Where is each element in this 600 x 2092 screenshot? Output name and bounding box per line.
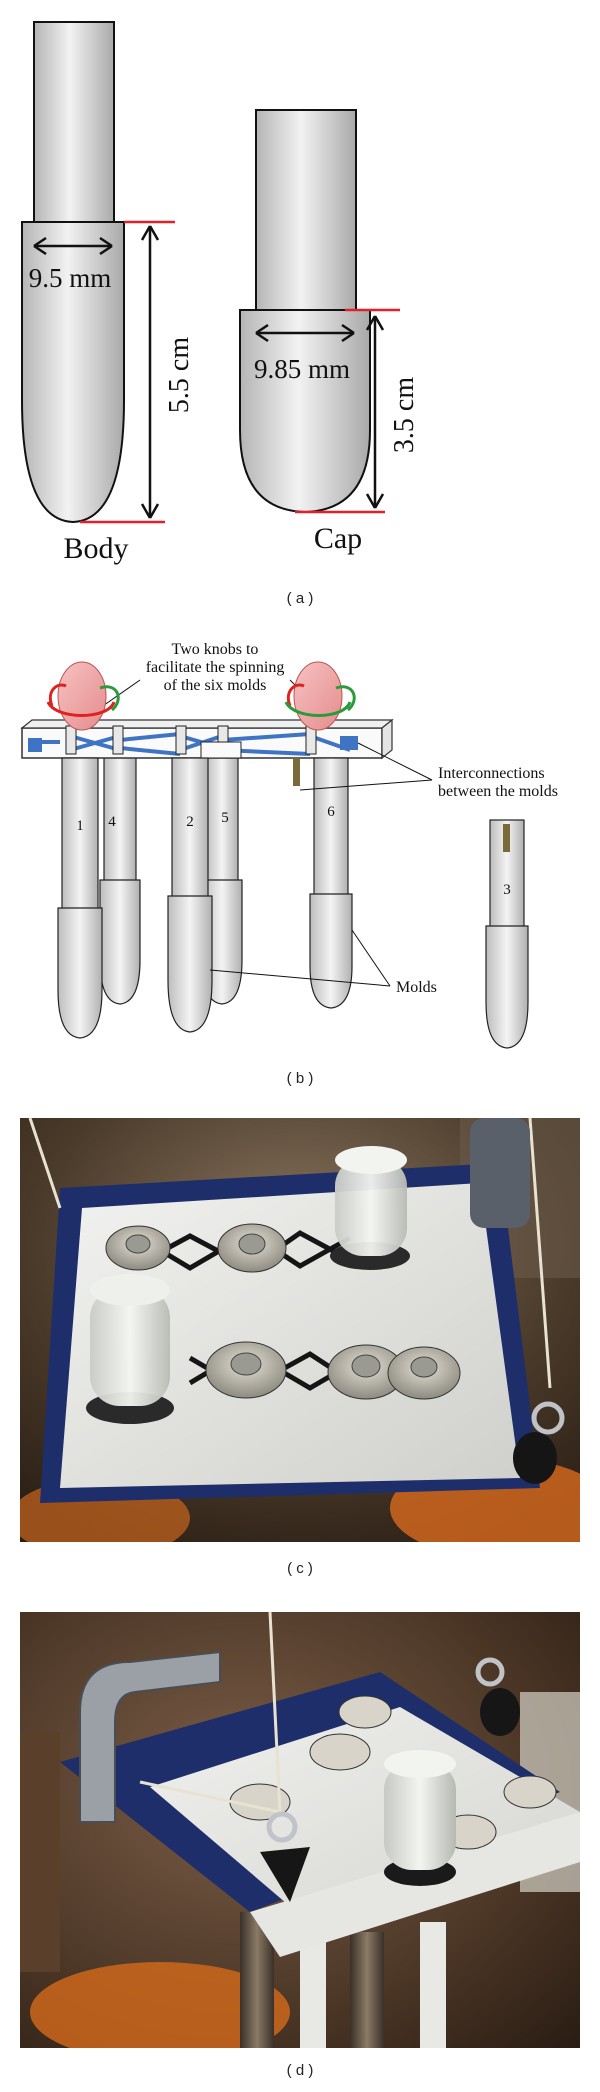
interconnections-line-1: Interconnections xyxy=(438,765,545,782)
mold-2 xyxy=(167,757,213,1033)
mold-rig-photo-side xyxy=(20,1612,580,2048)
caption-c: ( c ) xyxy=(287,1560,313,1577)
cap-label: Cap xyxy=(314,522,362,555)
mold-number-3: 3 xyxy=(503,882,511,898)
mold-number-4: 4 xyxy=(108,814,116,830)
knobs-note-line-1: Two knobs to xyxy=(172,641,259,658)
photo-d xyxy=(20,1612,580,2048)
panel-b: Two knobs to facilitate the spinning of … xyxy=(0,630,600,1100)
body-length-label: 5.5 cm xyxy=(164,337,195,413)
mold-1 xyxy=(57,757,103,1039)
cap-length-label: 3.5 cm xyxy=(389,377,420,453)
mold-number-2: 2 xyxy=(186,814,194,830)
molds-label: Molds xyxy=(396,979,437,996)
cap-handle xyxy=(255,109,357,311)
mold-number-6: 6 xyxy=(327,804,335,820)
body-shape xyxy=(21,221,125,524)
caption-d: ( d ) xyxy=(286,2062,314,2079)
knobs-note-line-3: of the six molds xyxy=(164,677,267,694)
cap-width-label: 9.85 mm xyxy=(254,354,350,384)
body-handle xyxy=(33,21,115,223)
mold-assembly-diagram: Two knobs to facilitate the spinning of … xyxy=(20,641,558,1049)
caption-a: ( a ) xyxy=(286,590,314,607)
interconnections-line-2: between the molds xyxy=(438,783,558,800)
left-knob xyxy=(46,661,120,731)
capsule-dimensions-diagram: 9.5 mm 5.5 cm Body 9.85 mm 3.5 cm Cap xyxy=(21,21,420,565)
body-label: Body xyxy=(63,532,128,565)
mold-6 xyxy=(309,757,353,1009)
mold-number-5: 5 xyxy=(221,810,229,826)
body-width-label: 9.5 mm xyxy=(29,263,112,293)
mold-rig-photo-top xyxy=(20,1118,580,1542)
cap-shape xyxy=(239,309,371,514)
knobs-note-line-2: facilitate the spinning xyxy=(146,659,285,676)
panel-a: 9.5 mm 5.5 cm Body 9.85 mm 3.5 cm Cap ( … xyxy=(0,0,600,620)
mold-4 xyxy=(99,739,141,1005)
mold-3 xyxy=(485,819,529,1049)
caption-b: ( b ) xyxy=(286,1070,314,1087)
photo-c xyxy=(20,1118,580,1542)
mold-number-1: 1 xyxy=(76,818,84,834)
right-knob xyxy=(284,661,356,731)
